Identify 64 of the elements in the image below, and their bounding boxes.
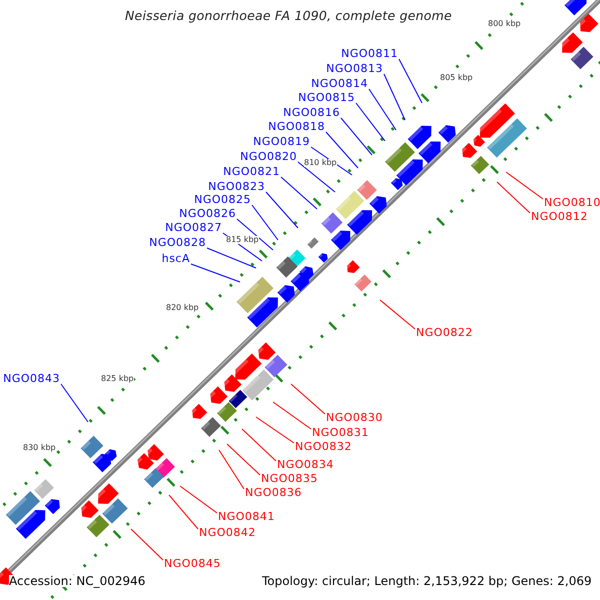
kbp-label: 825 kbp — [101, 375, 134, 383]
leader-line — [130, 528, 164, 560]
leader-line — [326, 132, 358, 168]
leader-line — [290, 384, 326, 414]
leader-line — [356, 102, 386, 142]
gene-label: NGO0822 — [416, 327, 473, 338]
gene-label: NGO0823 — [208, 181, 265, 192]
leader-line — [398, 58, 422, 104]
genome-summary-text: Topology: circular; Length: 2,153,922 bp; Genes: 2,069 — [262, 575, 592, 587]
leader-line — [60, 384, 88, 422]
leader-line — [226, 444, 260, 476]
kbp-label: 815 kbp — [226, 236, 259, 244]
gene-label: NGO0812 — [531, 211, 588, 222]
gene-label: NGO0816 — [283, 107, 340, 118]
gene-label: NGO0819 — [253, 136, 310, 147]
leader-line — [384, 74, 406, 120]
leader-line — [272, 402, 312, 430]
leader-line — [266, 192, 298, 228]
gene-label: NGO0818 — [268, 121, 325, 132]
gene-label: NGO0813 — [326, 63, 383, 74]
gene-label: NGO0836 — [245, 487, 302, 498]
accession-text: Accession: NC_002946 — [9, 575, 146, 587]
leader-line — [256, 416, 294, 444]
gene-label: NGO0825 — [194, 194, 251, 205]
gene-label: NGO0810 — [544, 197, 600, 208]
gene-label: NGO0820 — [240, 151, 297, 162]
kbp-label: 810 kbp — [304, 159, 337, 167]
kbp-label: 800 kbp — [488, 20, 521, 28]
gene-label: NGO0827 — [165, 222, 222, 233]
leader-line — [190, 264, 240, 282]
gene-label: NGO0826 — [179, 208, 236, 219]
gene-label: NGO0835 — [261, 473, 318, 484]
gene-label: hscA — [162, 253, 190, 264]
gene-label: NGO0814 — [311, 78, 368, 89]
gene-label: NGO0815 — [298, 92, 355, 103]
leader-line — [180, 486, 218, 514]
leader-line — [218, 450, 244, 490]
gene-label: NGO0828 — [149, 237, 206, 248]
leader-line — [506, 172, 544, 200]
gene-label: NGO0834 — [277, 459, 334, 470]
gene-label: NGO0830 — [326, 412, 383, 423]
leader-line — [168, 494, 198, 530]
title: Neisseria gonorrhoeae FA 1090, complete genome — [125, 10, 452, 22]
leader-line — [380, 300, 416, 330]
leader-line — [236, 218, 274, 250]
leader-line — [242, 428, 276, 462]
gene-label: NGO0842 — [199, 527, 256, 538]
gene-label: NGO0831 — [312, 427, 369, 438]
leader-line — [298, 162, 336, 192]
kbp-label: 805 kbp — [440, 74, 473, 82]
gene-label: NGO0832 — [295, 441, 352, 452]
gene-label: NGO0845 — [164, 558, 221, 569]
gene-label: NGO0843 — [3, 373, 60, 384]
gene-label: NGO0841 — [218, 511, 275, 522]
leader-line — [206, 248, 256, 268]
gene-label: NGO0821 — [223, 166, 280, 177]
leader-line — [252, 204, 278, 240]
leader-line — [340, 118, 372, 156]
leader-line — [280, 176, 318, 210]
leader-line — [368, 88, 396, 130]
kbp-label: 820 kbp — [166, 304, 199, 312]
kbp-label: 830 kbp — [23, 444, 56, 452]
leader-line — [496, 182, 530, 214]
gene-label: NGO0811 — [341, 48, 398, 59]
